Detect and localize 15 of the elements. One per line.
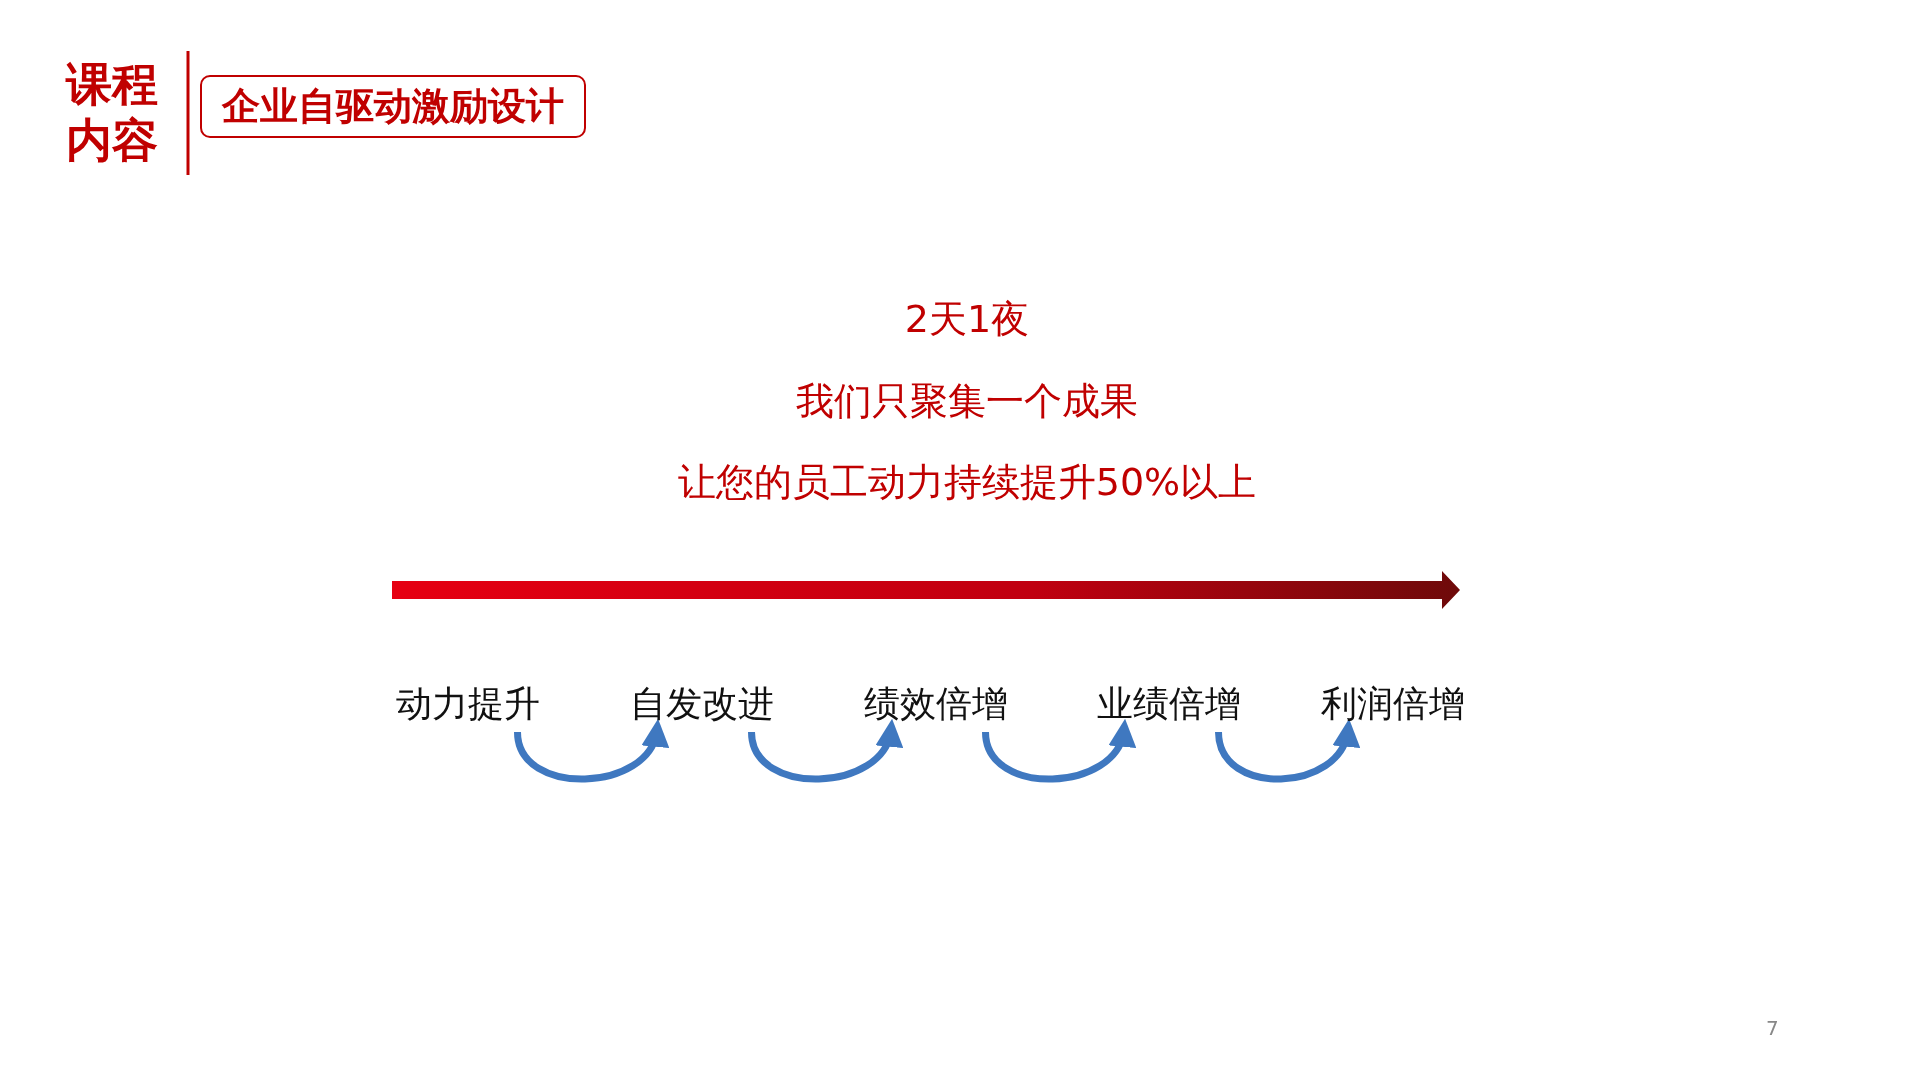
curved-arrow [748,719,900,783]
step-label: 绩效倍增 [861,682,1011,726]
step-label: 业绩倍增 [1094,682,1244,726]
curved-arrow [1215,719,1358,783]
curved-arrow [982,719,1133,783]
tagline: 我们只聚集一个成果 [796,378,1138,425]
step-label: 动力提升 [393,682,543,726]
curved-arrow [514,719,666,783]
step-label: 自发改进 [627,682,777,726]
tagline: 2天1夜 [904,296,1030,343]
title-box: 企业自驱动激励设计 [200,75,586,138]
heading: 课程内容 [66,56,159,168]
step-label: 利润倍增 [1318,682,1468,726]
page-number: 7 [1766,1016,1779,1040]
tagline: 让您的员工动力持续提升50%以上 [677,459,1257,506]
